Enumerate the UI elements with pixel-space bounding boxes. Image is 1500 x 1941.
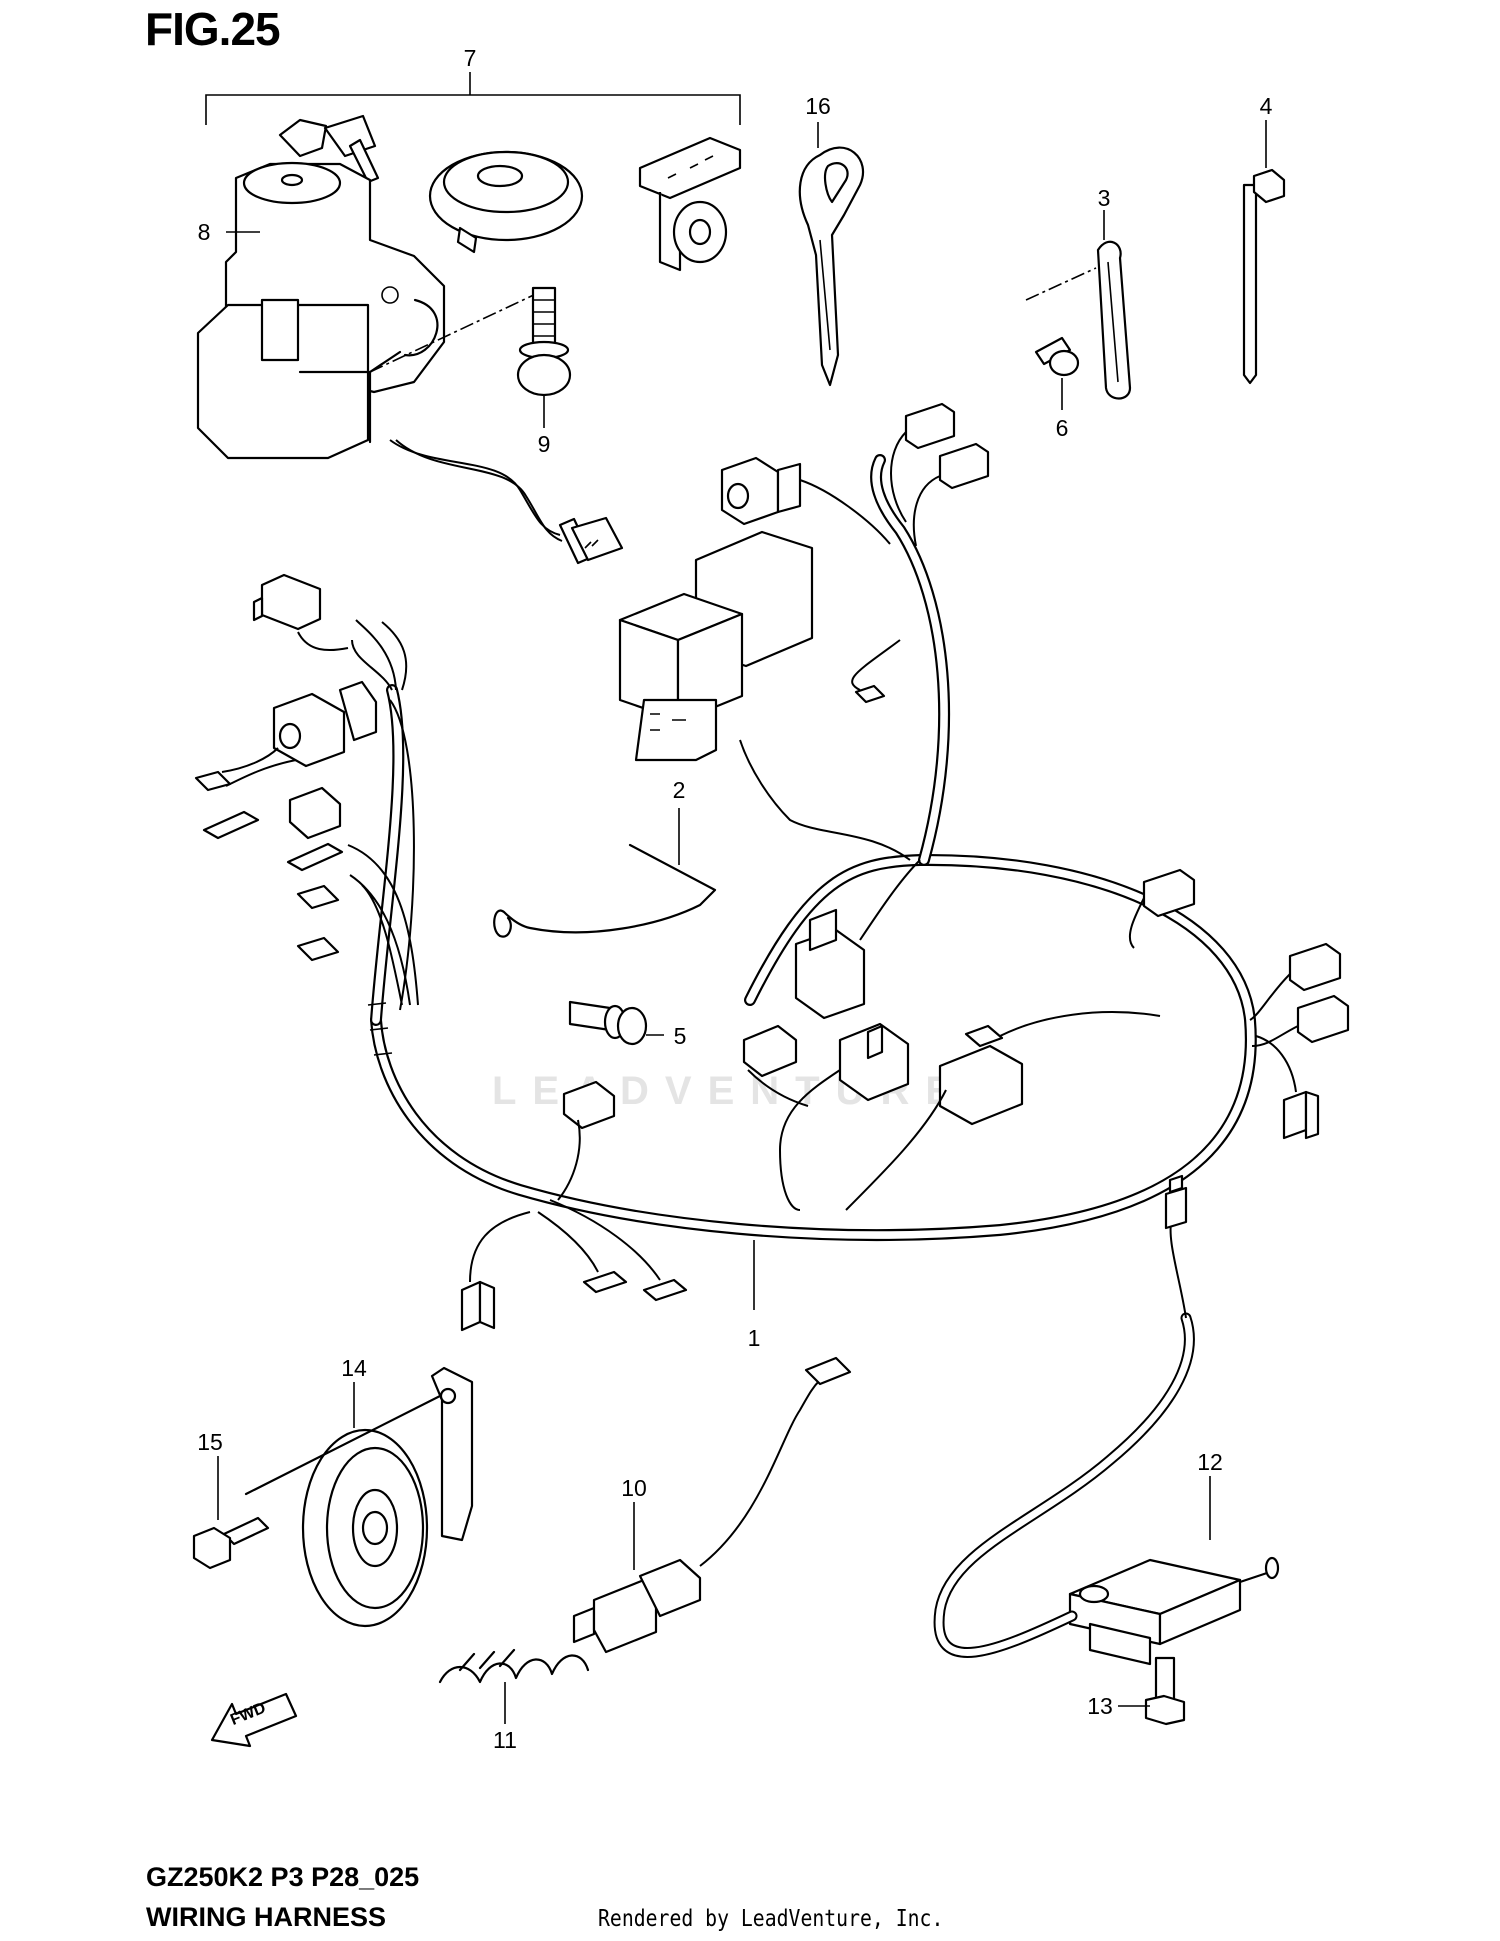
fuel-cap-lock-drawing [428, 150, 584, 254]
connector-right-c [1251, 994, 1350, 1047]
seat-lock-drawing [638, 136, 742, 272]
callout-8: 8 [198, 219, 211, 245]
screw-5-drawing [568, 1000, 664, 1046]
horn-drawing [301, 1366, 474, 1628]
connector-left-terminal-a [202, 810, 260, 840]
connector-bottom-left-c [549, 1199, 688, 1302]
connector-center-b [778, 1022, 910, 1211]
callout-3: 3 [1098, 185, 1111, 211]
lock-set-bracket [205, 72, 741, 125]
forward-direction-arrow: FWD [210, 1692, 298, 1748]
connector-right-a [1128, 868, 1196, 949]
connector-center-small [964, 1011, 1161, 1048]
bolt-15-drawing [192, 1394, 442, 1570]
screw-6-drawing [1034, 336, 1080, 410]
callout-10: 10 [621, 1475, 647, 1501]
render-credit: Rendered by LeadVenture, Inc. [598, 1906, 944, 1932]
connector-left-top [252, 573, 349, 651]
clamp-3-drawing [1096, 210, 1132, 400]
connector-left-small-a [194, 759, 297, 792]
stay-rod-drawing [493, 808, 717, 938]
connector-center-coupler [794, 859, 921, 1020]
connector-top-right-b [912, 442, 990, 547]
connector-fuse-box-tap [854, 684, 886, 704]
fuse-box-drawing [618, 530, 911, 861]
switch-12-drawing [933, 1174, 1280, 1666]
connector-right-b [1249, 942, 1342, 1021]
bolt-13-drawing [1118, 1656, 1186, 1726]
diagram-name: WIRING HARNESS [146, 1902, 387, 1932]
ignition-switch-drawing [196, 114, 624, 565]
connector-left-small-b [288, 786, 342, 840]
callout-6: 6 [1056, 415, 1069, 441]
callout-16: 16 [805, 93, 831, 119]
connector-center-d [557, 1080, 616, 1201]
callout-4: 4 [1260, 93, 1273, 119]
connector-bottom-left-a [460, 1211, 531, 1332]
callout-2: 2 [673, 777, 686, 803]
connector-right-d [1255, 1035, 1320, 1140]
callout-11: 11 [493, 1727, 517, 1753]
callout-9: 9 [538, 431, 551, 457]
callout-14: 14 [341, 1355, 367, 1381]
callout-1: 1 [748, 1325, 761, 1351]
model-code: GZ250K2 P3 P28_025 [146, 1862, 420, 1892]
screw-9-drawing [516, 286, 572, 428]
connector-left-small-c [296, 884, 340, 910]
connector-top-right-a [890, 402, 956, 523]
connector-center-a [742, 1024, 809, 1107]
connector-top-coupler [720, 456, 891, 545]
connector-center-c [845, 1044, 1024, 1211]
switch-10-drawing [572, 1356, 852, 1654]
callout-15: 15 [197, 1429, 223, 1455]
connector-left-terminal-b [286, 842, 344, 872]
key-drawing [798, 122, 865, 387]
connector-left-small-d [296, 936, 340, 962]
figure-title: FIG.25 [145, 3, 281, 55]
connector-left-coupler [221, 680, 378, 773]
spring-11-drawing [438, 1648, 590, 1724]
callout-7: 7 [464, 45, 477, 71]
callout-12: 12 [1197, 1449, 1223, 1475]
callout-13: 13 [1087, 1693, 1113, 1719]
cable-tie-drawing [1242, 120, 1286, 385]
callout-5: 5 [674, 1023, 687, 1049]
connector-bottom-left-b [537, 1211, 628, 1294]
